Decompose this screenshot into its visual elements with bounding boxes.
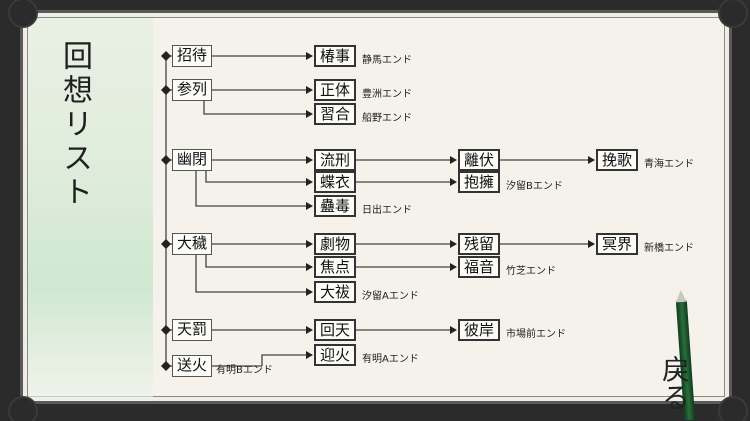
frame-corner	[718, 0, 748, 28]
chapter-meikai[interactable]: 冥界	[596, 233, 638, 255]
chapter-ryukei[interactable]: 流刑	[314, 149, 356, 171]
chapter-shotai[interactable]: 招待	[172, 45, 212, 67]
ending-label-shijomae: 市場前エンド	[506, 329, 566, 340]
chapter-oharai[interactable]: 大穢	[172, 233, 212, 255]
ending-label-shinbashi: 新橋エンド	[644, 243, 694, 254]
chapter-kaiten[interactable]: 回天	[314, 319, 356, 341]
ending-label-hinode: 日出エンド	[362, 205, 412, 216]
chapter-shugo[interactable]: 習合	[314, 103, 356, 125]
chapter-shotai2[interactable]: 正体	[314, 79, 356, 101]
chapter-chinji[interactable]: 椿事	[314, 45, 356, 67]
chapter-fukuin[interactable]: 福音	[458, 256, 500, 278]
chapter-higan[interactable]: 彼岸	[458, 319, 500, 341]
recollection-panel	[20, 10, 732, 404]
chapter-ooharae[interactable]: 大祓	[314, 281, 356, 303]
chapter-gekibutsu[interactable]: 劇物	[314, 233, 356, 255]
frame-corner	[8, 396, 38, 421]
chapter-chouhuku[interactable]: 蝶衣	[314, 171, 356, 193]
chapter-kodoku[interactable]: 蠱毒	[314, 195, 356, 217]
chapter-tenbatsu[interactable]: 天罰	[172, 319, 212, 341]
ending-label-ariake-b: 有明Bエンド	[216, 365, 273, 376]
ending-label-toyosu: 豊洲エンド	[362, 89, 412, 100]
watercolor-wash	[28, 18, 153, 401]
ending-label-ariake-a: 有明Aエンド	[362, 354, 419, 365]
ending-label-shiodome-a: 汐留Aエンド	[362, 291, 419, 302]
ending-label-shizuma: 静馬エンド	[362, 55, 412, 66]
chapter-banka[interactable]: 挽歌	[596, 149, 638, 171]
chapter-zanryu[interactable]: 残留	[458, 233, 500, 255]
back-button[interactable]: 戻る	[658, 355, 691, 411]
chapter-mukaebi[interactable]: 迎火	[314, 344, 356, 366]
chapter-okuribi[interactable]: 送火	[172, 355, 212, 377]
chapter-rifuku[interactable]: 離伏	[458, 149, 500, 171]
chapter-yuhei[interactable]: 幽閉	[172, 149, 212, 171]
chapter-sanretsu[interactable]: 参列	[172, 79, 212, 101]
chapter-houyou[interactable]: 抱擁	[458, 171, 500, 193]
ending-label-shiodome-b: 汐留Bエンド	[506, 181, 563, 192]
ending-label-aomi: 青海エンド	[644, 159, 694, 170]
ending-label-funano: 船野エンド	[362, 113, 412, 124]
page-title: 回想リスト	[57, 40, 92, 210]
frame-corner	[718, 396, 748, 421]
ending-label-takeshiba: 竹芝エンド	[506, 266, 556, 277]
frame-corner	[8, 0, 38, 28]
chapter-shoten[interactable]: 焦点	[314, 256, 356, 278]
